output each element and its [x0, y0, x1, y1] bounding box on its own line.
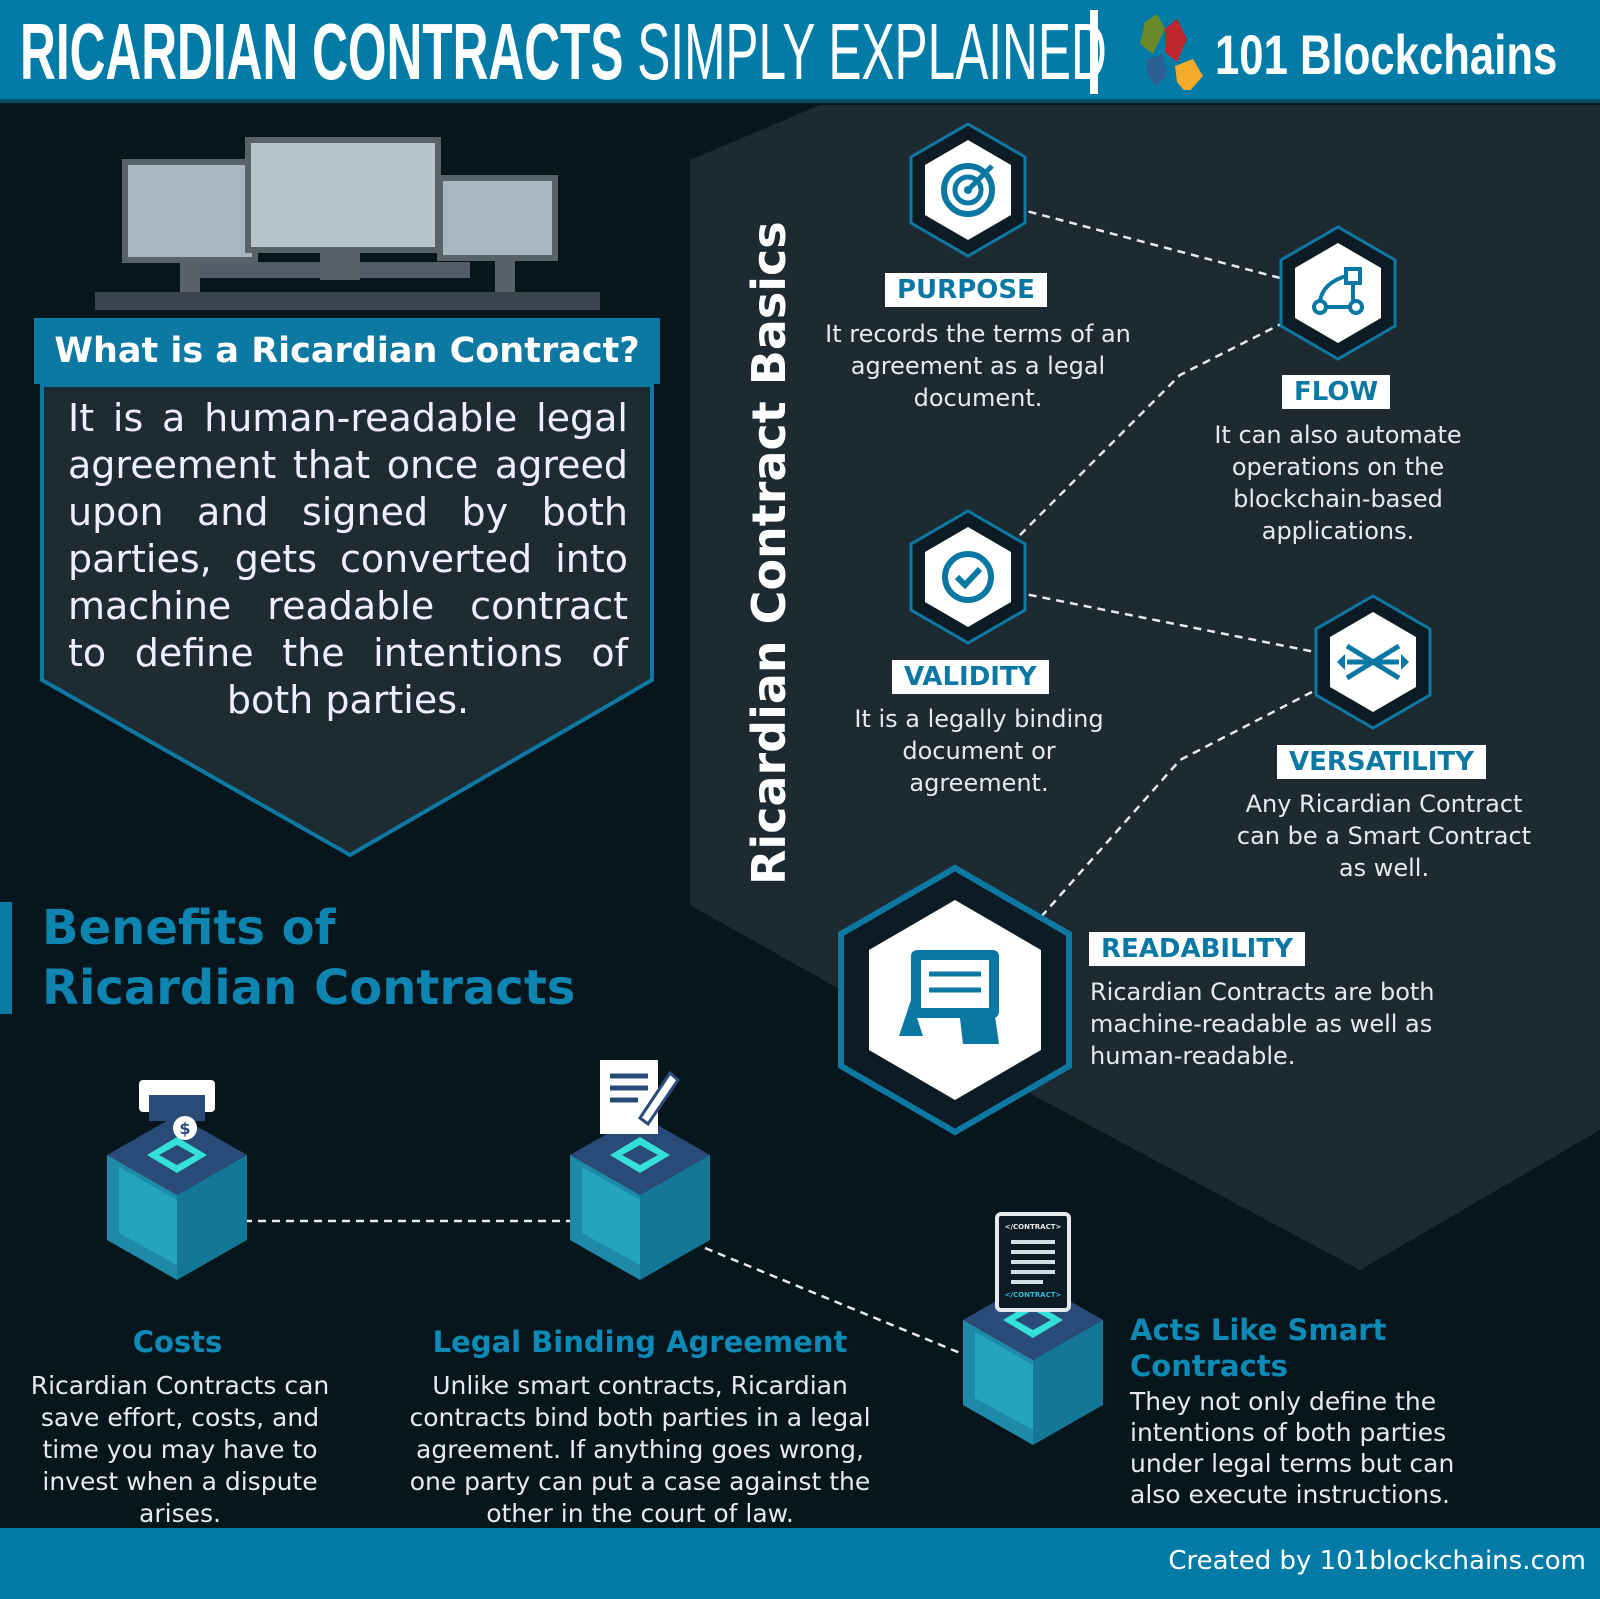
- header-divider: [1090, 10, 1098, 94]
- connector-lines: [230, 206, 1316, 1357]
- label-validity: VALIDITY: [892, 660, 1049, 694]
- contract-tag-top: </CONTRACT>: [1004, 1223, 1062, 1231]
- footer-credit: Created by 101blockchains.com: [1168, 1546, 1586, 1576]
- benefit-text-costs: Ricardian Contracts can save effort, cos…: [30, 1371, 330, 1528]
- basics-panel: [690, 105, 1600, 1270]
- brand-name: 101 Blockchains: [1215, 23, 1558, 86]
- contract-tag-bottom: </CONTRACT>: [1004, 1291, 1062, 1299]
- benefit-title-smart: Acts Like Smart Contracts: [1130, 1313, 1387, 1383]
- label-purpose: PURPOSE: [885, 273, 1047, 307]
- footer-bar: [0, 1528, 1600, 1599]
- desc-validity: It is a legally binding document or agre…: [854, 705, 1104, 797]
- brand-logo-icon: [1140, 14, 1203, 90]
- label-flow: FLOW: [1282, 375, 1391, 409]
- monitors-illustration: [95, 137, 600, 310]
- label-versatility: VERSATILITY: [1277, 745, 1486, 779]
- basics-title: Ricardian Contract Basics: [742, 221, 796, 885]
- what-is-body: It is a human-readable legal agreement t…: [68, 396, 628, 722]
- benefit-title-legal: Legal Binding Agreement: [432, 1325, 848, 1359]
- page-title: RICARDIAN CONTRACTS SIMPLY EXPLAINED: [20, 7, 1107, 96]
- what-is-panel: [40, 383, 654, 858]
- what-is-heading: What is a Ricardian Contract?: [34, 318, 660, 384]
- desc-readability: Ricardian Contracts are both machine-rea…: [1090, 978, 1435, 1070]
- benefit-text-legal: Unlike smart contracts, Ricardian contra…: [409, 1371, 871, 1528]
- benefit-title-costs: Costs: [132, 1325, 223, 1359]
- header-bar: [0, 0, 1600, 103]
- label-readability: READABILITY: [1089, 932, 1305, 966]
- benefit-text-smart: They not only define the intentions of b…: [1130, 1387, 1455, 1509]
- benefits-accent-bar: [0, 902, 12, 1014]
- desc-versatility: Any Ricardian Contract can be a Smart Co…: [1236, 790, 1532, 882]
- desc-purpose: It records the terms of an agreement as …: [825, 320, 1131, 412]
- desc-flow: It can also automate operations on the b…: [1214, 421, 1462, 545]
